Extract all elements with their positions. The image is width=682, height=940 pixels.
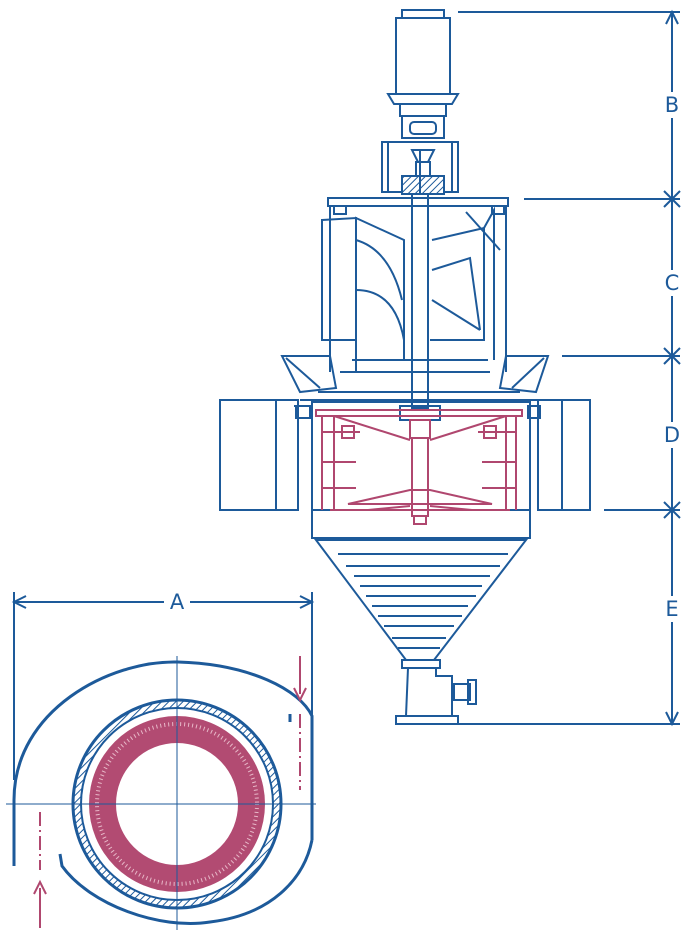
right-outlet-box: [527, 399, 591, 511]
dimension-lines: [11, 9, 681, 780]
left-outlet-box: [219, 399, 312, 511]
plan-view: [6, 656, 316, 930]
top-flange: [327, 197, 509, 207]
upper-body: [321, 206, 507, 373]
dim-label-b: B: [665, 93, 679, 117]
dim-label-d: D: [664, 423, 680, 447]
dim-label-e: E: [665, 597, 678, 621]
discharge-cone: [314, 539, 529, 725]
rotor-assembly: [315, 409, 523, 525]
motor: [386, 9, 460, 139]
dim-label-a: A: [170, 590, 185, 614]
central-shaft: [411, 150, 429, 409]
dim-label-c: C: [665, 271, 680, 295]
dimension-labels: B C D E A: [164, 92, 682, 622]
side-elevation: [219, 9, 591, 725]
